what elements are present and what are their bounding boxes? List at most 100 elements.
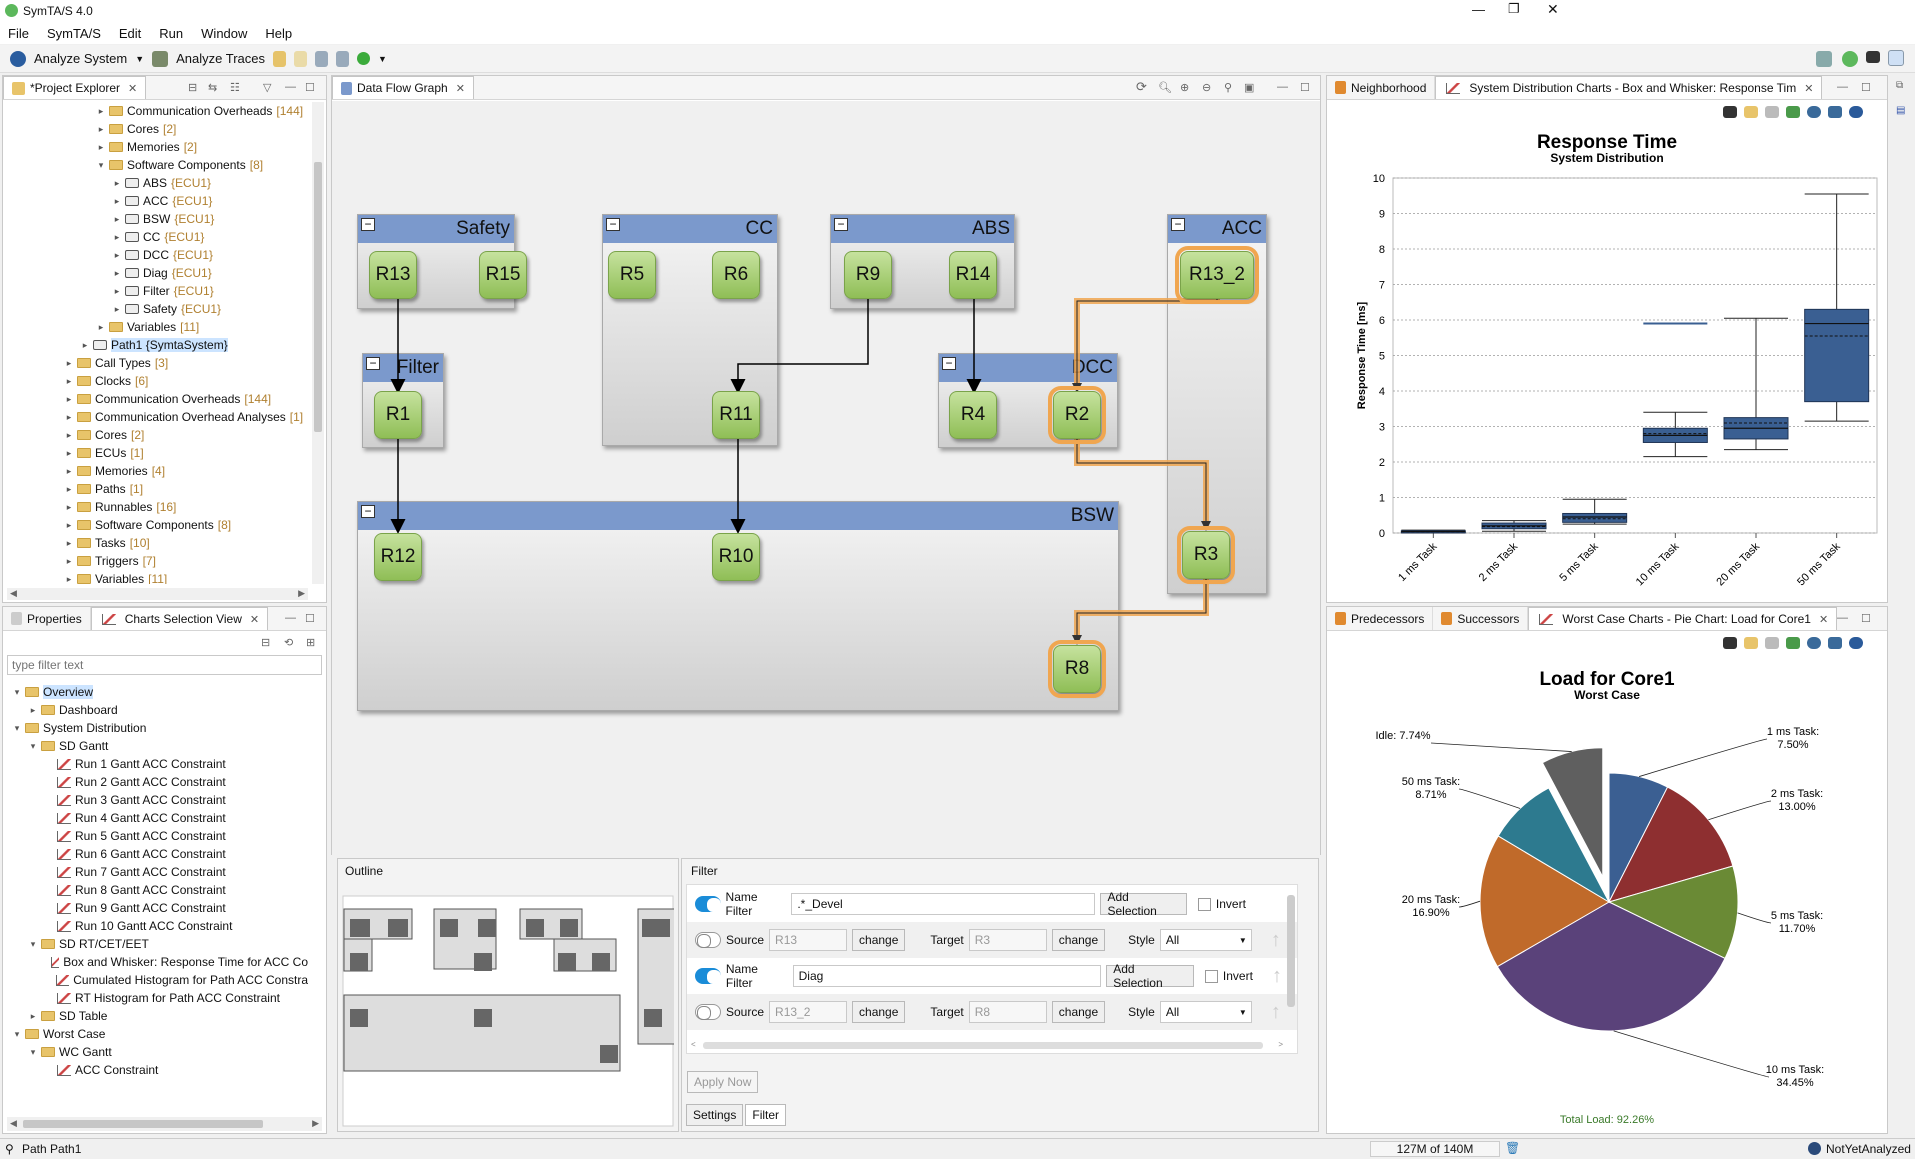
tree-item[interactable]: ▸Memories[4] — [7, 462, 308, 480]
filter-toggle[interactable] — [695, 968, 721, 984]
chevron-down-icon[interactable]: ▾ — [14, 1028, 20, 1039]
filter-vscrollbar[interactable] — [1286, 887, 1296, 1037]
tree-item[interactable]: Box and Whisker: Response Time for ACC C… — [7, 953, 308, 971]
view-menu-icon[interactable]: ▽ — [263, 82, 272, 94]
chart-filter-input[interactable] — [7, 655, 322, 675]
style-select[interactable]: All▼ — [1159, 929, 1252, 951]
outline-minimap[interactable] — [342, 895, 674, 1127]
tab-charts-selection[interactable]: Charts Selection View ✕ — [90, 607, 269, 630]
tree-item[interactable]: Run 6 Gantt ACC Constraint — [7, 845, 308, 863]
menu-window[interactable]: Window — [201, 25, 248, 41]
send-icon[interactable] — [1866, 51, 1880, 63]
save-icon[interactable] — [315, 50, 328, 67]
change-target-button[interactable]: change — [1051, 1001, 1106, 1023]
close-tab-icon[interactable]: ✕ — [455, 82, 465, 95]
pie-slice-20-ms-task[interactable] — [1479, 835, 1610, 968]
charts-perspective-icon[interactable] — [1888, 50, 1904, 66]
runnable-r11[interactable]: R11 — [712, 391, 760, 439]
chevron-right-icon[interactable]: ▸ — [66, 375, 72, 386]
settings-icon[interactable] — [1849, 637, 1863, 649]
copy-icon[interactable] — [1765, 106, 1779, 118]
tree-item[interactable]: Run 2 Gantt ACC Constraint — [7, 773, 308, 791]
name-filter-input[interactable]: Diag — [792, 965, 1102, 987]
chevron-right-icon[interactable]: ▸ — [66, 573, 72, 584]
tab-settings[interactable]: Settings — [686, 1104, 744, 1126]
refresh-icon[interactable]: ⟲ — [284, 637, 294, 649]
tree-item[interactable]: ▸Filter{ECU1} — [7, 282, 308, 300]
chevron-right-icon[interactable]: ▸ — [98, 321, 104, 332]
box-1[interactable] — [1400, 529, 1466, 534]
apply-now-button[interactable]: Apply Now — [687, 1071, 759, 1093]
chart-type-icon[interactable] — [1828, 637, 1842, 649]
minimize-view-icon[interactable]: — — [1837, 612, 1848, 624]
refresh-graph-icon[interactable]: ⟳ — [1136, 79, 1147, 94]
add-selection-button[interactable]: Add Selection — [1106, 962, 1194, 990]
tree-item[interactable]: ▸Runnables[16] — [7, 498, 308, 516]
chevron-right-icon[interactable]: ▸ — [66, 555, 72, 566]
invert-checkbox[interactable] — [1204, 969, 1218, 983]
change-target-button[interactable]: change — [1051, 929, 1106, 951]
scroll-left-icon[interactable]: ◀ — [10, 1118, 17, 1128]
runnable-r15[interactable]: R15 — [479, 251, 527, 299]
runnable-r13[interactable]: R13 — [369, 251, 417, 299]
palette-icon[interactable] — [1807, 106, 1821, 118]
chevron-right-icon[interactable]: ▸ — [98, 105, 104, 116]
maximize-view-icon[interactable]: ☐ — [1300, 82, 1310, 94]
source-input[interactable]: R13 — [769, 929, 848, 951]
runnable-r14[interactable]: R14 — [949, 251, 997, 299]
chevron-down-icon[interactable]: ▾ — [98, 159, 104, 170]
box-4[interactable] — [1642, 322, 1708, 458]
invert-checkbox[interactable] — [1198, 897, 1211, 911]
tree-item[interactable]: ▸Cores[2] — [7, 426, 308, 444]
maximize-view-icon[interactable]: ☐ — [305, 82, 315, 94]
maximize-view-icon[interactable]: ☐ — [1861, 613, 1871, 625]
chevron-right-icon[interactable]: ▸ — [66, 429, 72, 440]
collapse-safety-icon[interactable]: − — [361, 218, 375, 231]
zoom-out-icon[interactable]: ⊖ — [1202, 82, 1212, 94]
tab-data-flow-graph[interactable]: Data Flow Graph ✕ — [332, 76, 474, 99]
dropdown-icon[interactable]: ▼ — [135, 53, 145, 64]
chevron-right-icon[interactable]: ▸ — [114, 285, 120, 296]
screenshot-icon[interactable]: ▣ — [1244, 82, 1255, 94]
tab-pie-chart[interactable]: Worst Case Charts - Pie Chart: Load for … — [1528, 607, 1838, 630]
tree-item[interactable]: Run 3 Gantt ACC Constraint — [7, 791, 308, 809]
scroll-left-icon[interactable]: ◀ — [10, 588, 17, 598]
tree-item[interactable]: ▾System Distribution — [7, 719, 308, 737]
chevron-right-icon[interactable]: ▸ — [66, 357, 72, 368]
minimize-view-icon[interactable]: — — [1277, 81, 1288, 93]
tree-item[interactable]: ▸Cores[2] — [7, 120, 308, 138]
tree-item[interactable]: ▾SD Gantt — [7, 737, 308, 755]
tree-item[interactable]: ▸Communication Overheads[144] — [7, 102, 308, 120]
maximize-view-icon[interactable]: ☐ — [1861, 82, 1871, 94]
camera-icon[interactable] — [1723, 637, 1737, 649]
chevron-right-icon[interactable]: ▸ — [66, 537, 72, 548]
minimized-view-icon[interactable]: ▤ — [1896, 105, 1906, 116]
tree-item[interactable]: ▾Software Components[8] — [7, 156, 308, 174]
analyze-traces-button[interactable]: Analyze Traces — [176, 51, 265, 66]
chevron-right-icon[interactable]: ▸ — [98, 123, 104, 134]
tab-neighborhood[interactable]: Neighborhood — [1327, 76, 1436, 99]
tab-box-whisker[interactable]: System Distribution Charts - Box and Whi… — [1435, 76, 1823, 99]
tree-item[interactable]: ▸SD Table — [7, 1007, 308, 1025]
tree-item[interactable]: Run 10 Gantt ACC Constraint — [7, 917, 308, 935]
runnable-r5[interactable]: R5 — [608, 251, 656, 299]
link-editor-icon[interactable]: ⇆ — [208, 82, 218, 94]
filter-icon[interactable]: ☷ — [230, 82, 240, 94]
scroll-left-icon[interactable]: < — [691, 1040, 696, 1049]
filter-toggle[interactable] — [695, 932, 721, 948]
runnable-r6[interactable]: R6 — [712, 251, 760, 299]
move-up-icon[interactable]: ↑ — [1270, 928, 1281, 951]
minimize-view-icon[interactable]: — — [1837, 81, 1848, 93]
close-tab-icon[interactable]: ✕ — [1818, 613, 1829, 626]
tree-item[interactable]: ▸Call Types[3] — [7, 354, 308, 372]
tree-item[interactable]: Run 4 Gantt ACC Constraint — [7, 809, 308, 827]
collapse-acc-icon[interactable]: − — [1171, 218, 1185, 231]
chevron-down-icon[interactable]: ▾ — [14, 722, 20, 733]
restore-icon[interactable]: ❐ — [1508, 1, 1520, 16]
chevron-right-icon[interactable]: ▸ — [66, 519, 72, 530]
add-selection-button[interactable]: Add Selection — [1100, 890, 1188, 918]
tab-project-explorer[interactable]: *Project Explorer ✕ — [3, 76, 147, 99]
run-dropdown-icon[interactable]: ▼ — [378, 53, 387, 64]
